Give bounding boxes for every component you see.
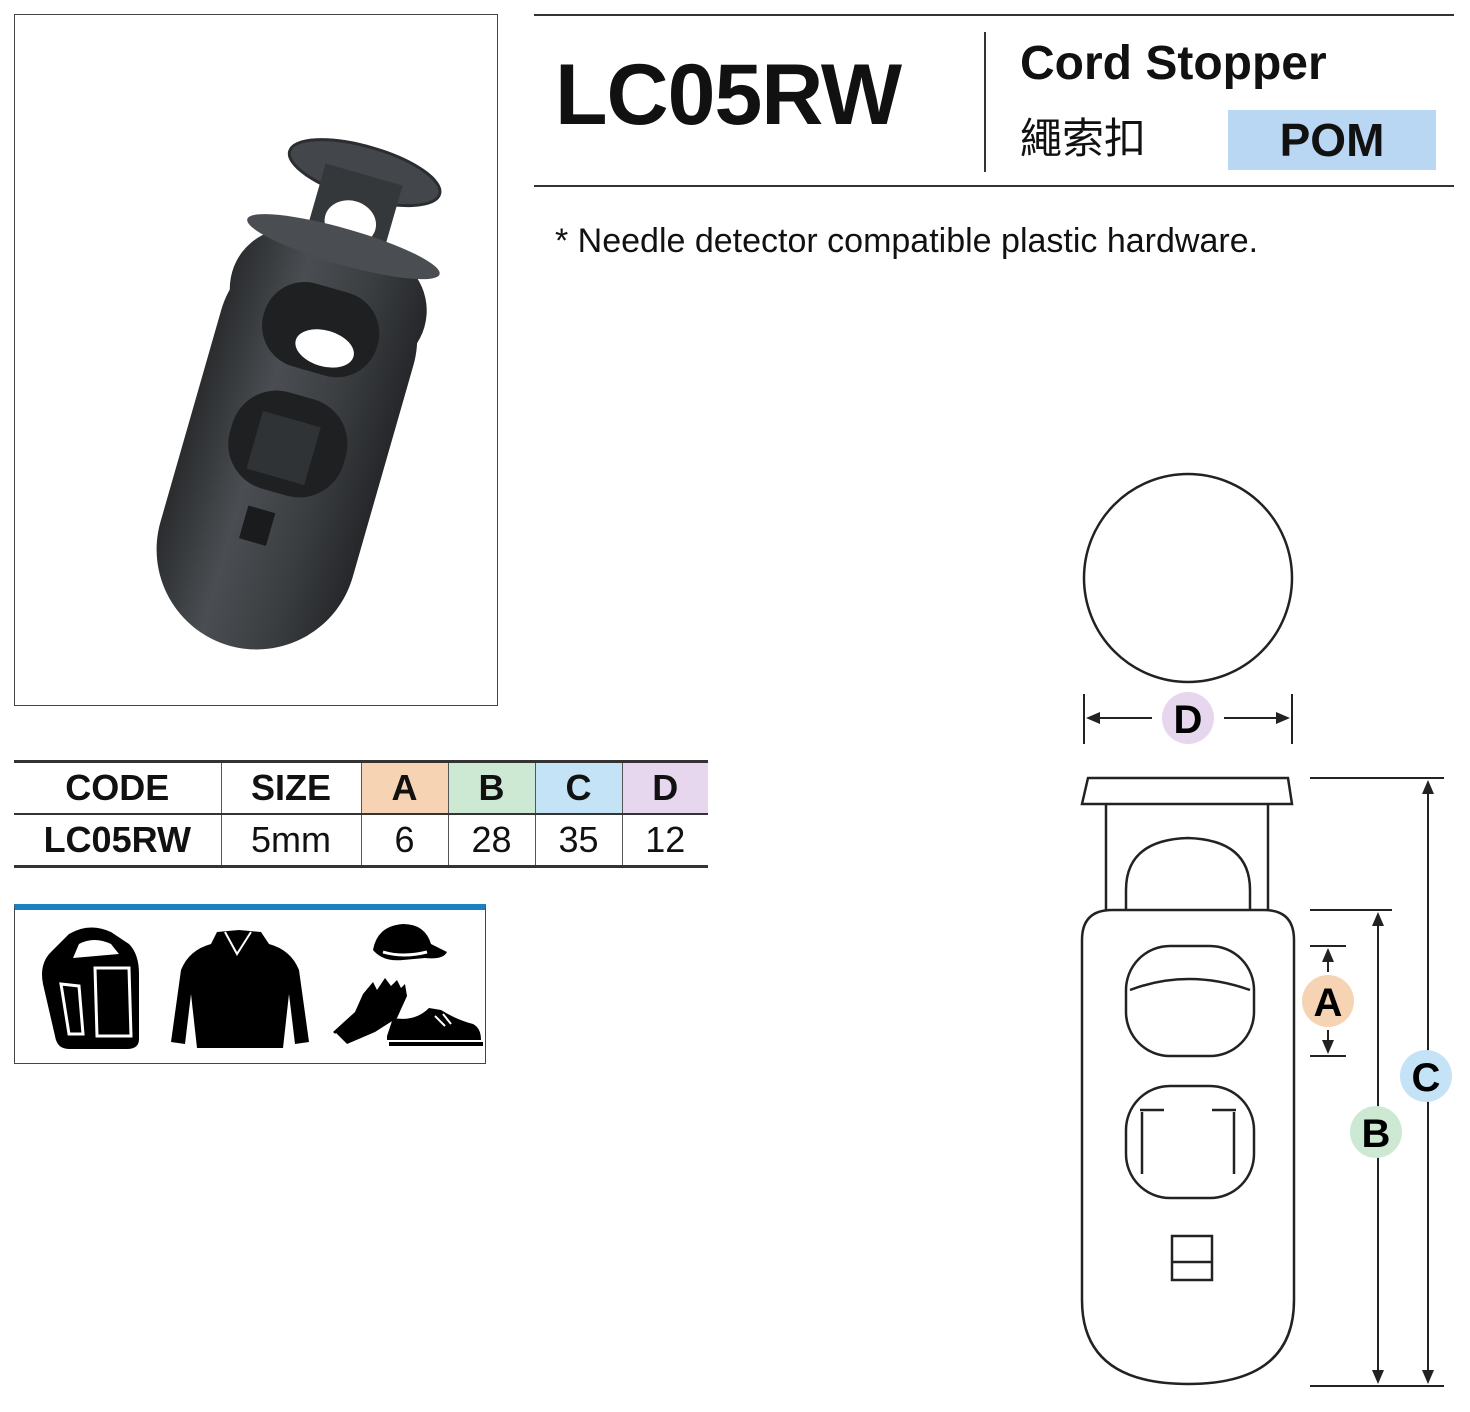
label-b-bubble [1350, 1106, 1402, 1158]
cell-b: 28 [447, 814, 535, 867]
label-b: B [1362, 1112, 1391, 1156]
spec-table-header-row: CODE SIZE A B C D [14, 761, 708, 815]
top-view-circle [1082, 472, 1294, 684]
cell-a: 6 [360, 814, 448, 867]
header-d: D [621, 761, 708, 815]
backpack-icon [42, 927, 139, 1049]
cell-d: 12 [621, 814, 708, 867]
header-c: C [534, 761, 622, 815]
label-a-bubble [1302, 975, 1354, 1027]
spec-table: CODE SIZE A B C D LC05RW 5mm 6 28 35 12 [14, 760, 708, 868]
product-note: * Needle detector compatible plastic har… [555, 222, 1259, 260]
label-d-bubble [1162, 692, 1214, 744]
glove-icon [333, 978, 407, 1048]
product-photo-frame [14, 14, 498, 706]
applications-panel [14, 904, 486, 1064]
cell-code: LC05RW [43, 819, 191, 860]
dimension-a [1310, 945, 1346, 1057]
header-b: B [447, 761, 535, 815]
label-a: A [1314, 981, 1343, 1025]
header-code: CODE [14, 761, 221, 815]
label-c: C [1412, 1056, 1441, 1100]
material-badge: POM [1228, 110, 1436, 170]
cell-c: 35 [534, 814, 622, 867]
product-name-chinese: 繩索扣 [1020, 114, 1147, 163]
dimension-d [1083, 694, 1293, 744]
product-photo [156, 138, 442, 650]
label-d: D [1174, 698, 1203, 742]
shoe-icon [387, 1008, 483, 1046]
cap-icon [373, 924, 447, 961]
jacket-icon [171, 930, 309, 1048]
technical-drawing: D C B [1080, 472, 1452, 1387]
product-code-title: LC05RW [555, 47, 902, 143]
header-size: SIZE [220, 761, 361, 815]
product-name: Cord Stopper [1020, 37, 1327, 90]
label-c-bubble [1400, 1050, 1452, 1102]
front-view-outline [1080, 776, 1296, 1386]
header-a: A [360, 761, 448, 815]
table-row: LC05RW 5mm 6 28 35 12 [14, 814, 708, 867]
cell-size: 5mm [220, 814, 361, 867]
